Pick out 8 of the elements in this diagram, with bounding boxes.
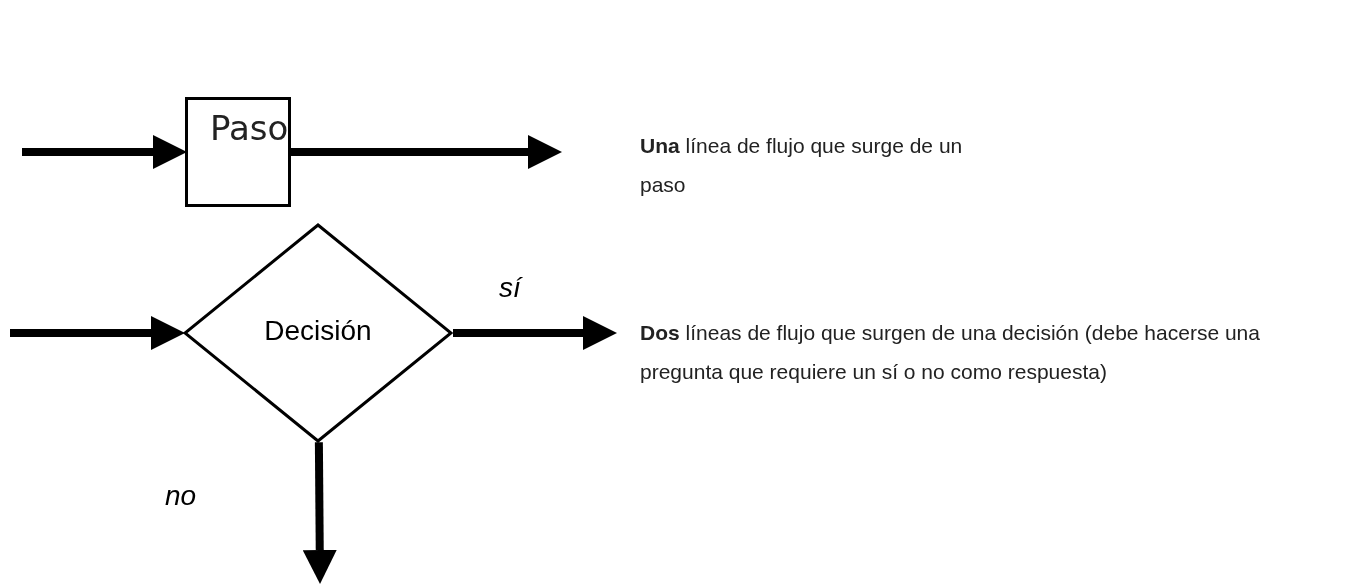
description-text: Dos líneas de flujo que surgen de una decisión (debe hacerse una pregunta que requiere un sí o no como respuesta) bbox=[640, 320, 1261, 385]
arrow bbox=[453, 316, 617, 350]
arrow bbox=[291, 135, 562, 169]
description-text: Una línea de flujo que surge de un paso bbox=[640, 133, 964, 198]
process-text: Paso bbox=[210, 108, 289, 148]
arrow bbox=[302, 442, 337, 584]
process-box bbox=[185, 97, 291, 207]
decision-text: Decisión bbox=[263, 315, 373, 347]
